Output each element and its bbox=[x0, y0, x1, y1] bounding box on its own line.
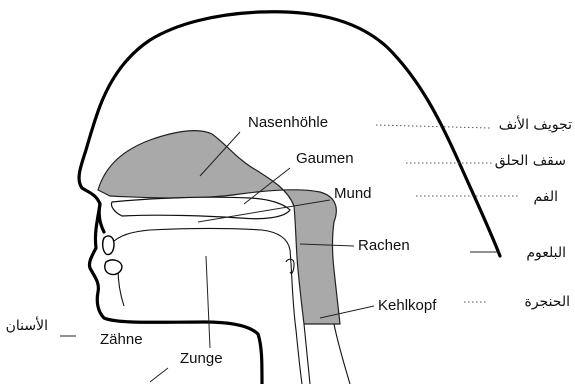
label-ar-palate: سقف الحلق bbox=[495, 153, 566, 169]
label-ar-pharynx: البلعوم bbox=[526, 245, 566, 261]
lower-teeth bbox=[105, 260, 122, 275]
larynx-tube bbox=[334, 324, 350, 384]
label-rachen: Rachen bbox=[358, 237, 410, 254]
label-nasenhoehle: Nasenhöhle bbox=[248, 114, 328, 131]
label-mund: Mund bbox=[334, 185, 372, 202]
lower-jaw-line bbox=[118, 268, 124, 306]
leader-zunge-lower bbox=[150, 368, 168, 382]
leader-ar-nasal-cavity bbox=[376, 125, 490, 128]
label-gaumen: Gaumen bbox=[296, 150, 354, 167]
label-zaehne: Zähne bbox=[100, 331, 143, 348]
leader-zunge bbox=[206, 256, 210, 348]
upper-lip bbox=[99, 204, 104, 232]
trachea-line bbox=[304, 324, 310, 384]
upper-teeth bbox=[103, 236, 114, 255]
label-ar-nasal-cavity: تجويف الأنف bbox=[499, 115, 572, 133]
palate-shape bbox=[111, 197, 290, 219]
epiglottis bbox=[286, 259, 294, 273]
label-ar-teeth: الأسنان bbox=[6, 316, 48, 334]
label-kehlkopf: Kehlkopf bbox=[378, 297, 437, 314]
label-ar-larynx: الحنجرة bbox=[524, 294, 570, 310]
label-ar-mouth: الفم bbox=[533, 189, 558, 205]
label-zunge: Zunge bbox=[180, 350, 223, 367]
